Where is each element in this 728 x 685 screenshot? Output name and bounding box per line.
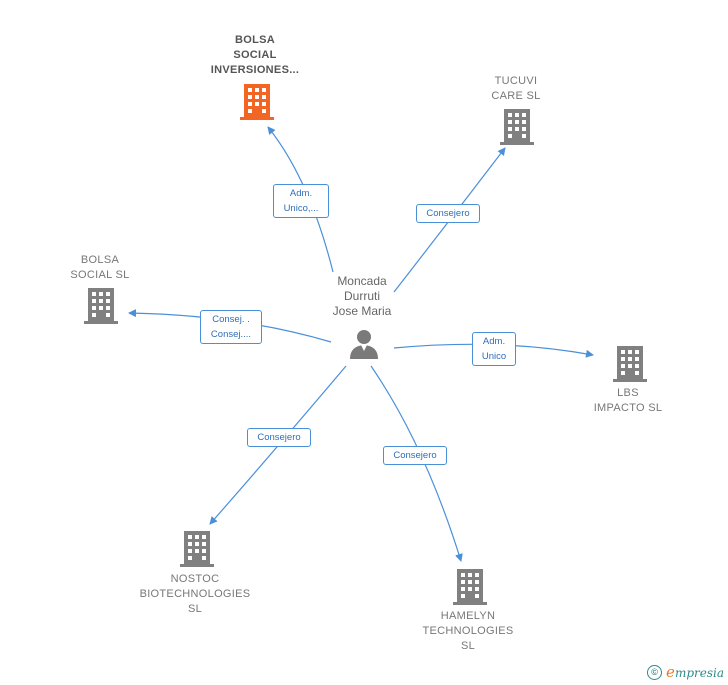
relation-label-tucuvi-care[interactable]: Consejero xyxy=(416,204,480,223)
person-name: Moncada Durruti Jose Maria xyxy=(332,274,392,318)
relation-label-bolsa-social[interactable]: Consej. . Consej.... xyxy=(200,310,262,344)
brand-initial: e xyxy=(666,663,675,681)
building-icon[interactable] xyxy=(613,346,647,387)
relation-label-bolsa-social-inversiones[interactable]: Adm. Unico,... xyxy=(273,184,329,218)
building-icon[interactable] xyxy=(180,531,214,572)
relation-label-nostoc[interactable]: Consejero xyxy=(247,428,311,447)
building-icon[interactable] xyxy=(240,84,274,125)
company-name-lbs-impacto: LBS IMPACTO SL xyxy=(593,387,663,414)
edge-nostoc xyxy=(209,365,347,525)
company-name-bolsa-social: BOLSA SOCIAL SL xyxy=(70,254,130,281)
company-name-nostoc: NOSTOC BIOTECHNOLOGIES SL xyxy=(139,573,251,615)
company-name-bolsa-social-inversiones: BOLSA SOCIAL INVERSIONES... xyxy=(210,34,300,76)
footer-brand: © empresia xyxy=(647,663,724,681)
company-name-tucuvi-care: TUCUVI CARE SL xyxy=(491,75,541,102)
relation-label-hamelyn[interactable]: Consejero xyxy=(383,446,447,465)
building-icon[interactable] xyxy=(453,569,487,610)
person-icon[interactable] xyxy=(348,329,380,364)
building-icon[interactable] xyxy=(500,109,534,150)
relation-label-lbs-impacto[interactable]: Adm. Unico xyxy=(472,332,516,366)
company-name-hamelyn: HAMELYN TECHNOLOGIES SL xyxy=(422,610,514,652)
building-icon[interactable] xyxy=(84,288,118,329)
brand-rest: mpresia xyxy=(674,666,724,680)
brand-logo[interactable]: empresia xyxy=(666,663,724,681)
copyright-icon: © xyxy=(647,664,663,680)
